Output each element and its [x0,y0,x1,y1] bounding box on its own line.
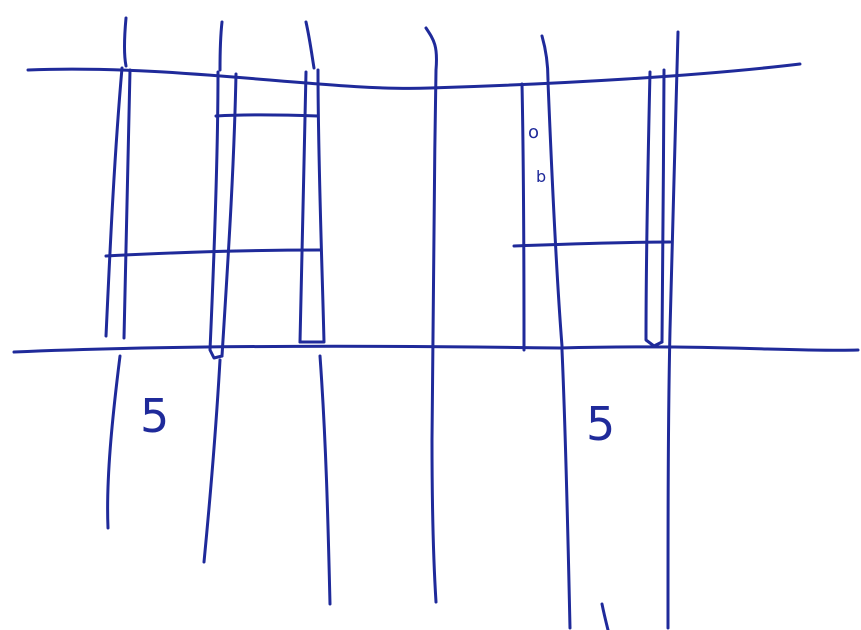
left-col1-lower-stroke [108,356,120,528]
small-o-label: o [528,122,539,143]
right-col1-lower-stroke [562,350,570,628]
small-b-label: b [536,167,546,186]
bottom-tick [602,604,608,630]
left-digit-label: 5 [140,389,169,443]
right-col1-upper-stroke [542,36,548,80]
ink-strokes [14,18,858,630]
left-col1-inner [124,70,130,338]
right-col2-inner [662,70,664,342]
left-col2-lower-stroke [204,360,220,562]
right-col2-far-stroke [668,32,678,628]
left-col3-outer [300,72,306,342]
top-rail [28,64,800,88]
left-upper-crossbar [216,115,318,116]
left-col1-upper-stroke [125,18,127,66]
right-digit-label: 5 [586,397,615,451]
left-col3-lower-stroke [320,356,330,604]
left-col1-outer [106,68,122,336]
right-col2-outer [646,72,662,346]
right-col1-outer [522,84,524,350]
left-col3-upper-stroke [306,22,314,68]
bottom-rail [14,346,858,352]
right-col1-inner [548,82,562,346]
center-divider [426,28,437,602]
left-col2-upper-stroke [220,22,222,70]
